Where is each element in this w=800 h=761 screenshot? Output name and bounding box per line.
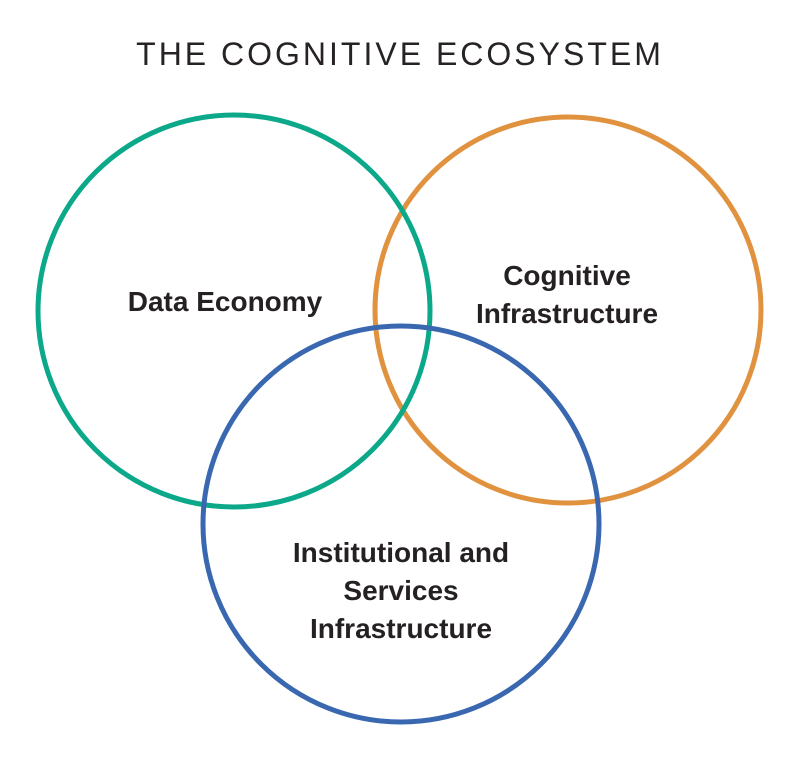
label-cognitive-line-2: Infrastructure: [475, 298, 659, 329]
label-institutional-line-3: Infrastructure: [309, 613, 493, 644]
label-cognitive-line-1: Cognitive: [503, 260, 631, 291]
label-data-economy: Data Economy: [128, 283, 323, 321]
circle-institutional-services-infrastructure: [200, 323, 602, 725]
label-cognitive-infrastructure: Cognitive Infrastructure: [476, 257, 658, 333]
label-institutional-line-2: Services: [343, 575, 459, 606]
circle-cognitive-infrastructure: [372, 114, 764, 506]
label-institutional-line-1: Institutional and: [292, 537, 510, 568]
circle-data-economy: [35, 112, 433, 510]
label-data-economy-line: Data Economy: [127, 286, 323, 317]
page-title: THE COGNITIVE ECOSYSTEM: [136, 36, 664, 72]
label-institutional-services-infrastructure: Institutional and Services Infrastructur…: [293, 534, 509, 648]
